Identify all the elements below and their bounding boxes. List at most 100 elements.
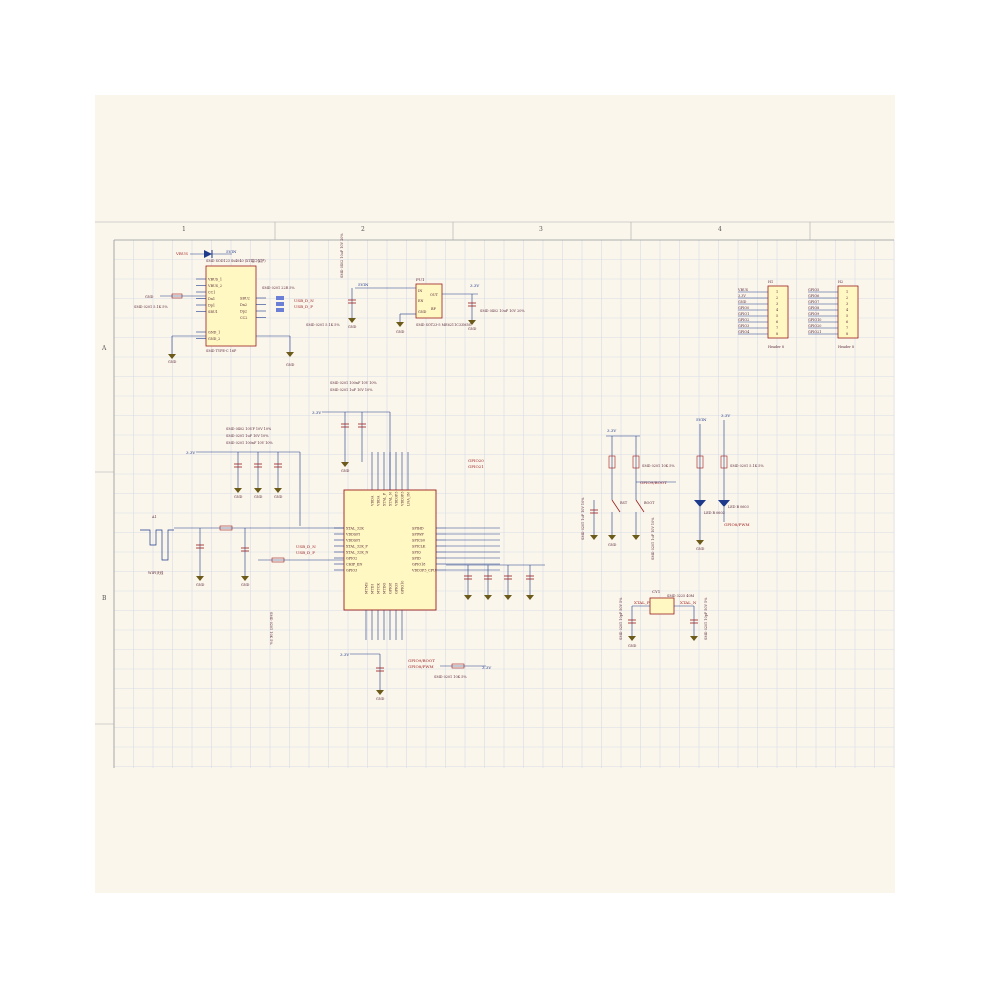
header-left-net: VBUS — [737, 288, 749, 292]
boot-resistor — [451, 663, 465, 669]
mcu-net-right-2: GPIO21 — [468, 464, 484, 469]
ldo-out-net: 3.3V — [470, 283, 479, 288]
header-left-pin-number: 4 — [776, 308, 778, 312]
mcu-pin-left: GPIO3 — [346, 568, 357, 572]
mcu-net-right-1: GPIO20 — [468, 458, 484, 463]
header-left-pin-number: 7 — [776, 326, 778, 330]
mcu-pin-right: SPIQ — [412, 550, 421, 554]
header-right-net: GPIO8 — [808, 306, 819, 310]
mcu-pin-left: GPIO2 — [346, 556, 357, 560]
header-left-net: GPIO3 — [738, 324, 749, 328]
ground-symbol — [396, 322, 404, 327]
crystal-net-p: XTAL_P — [634, 600, 650, 605]
header-left-net: GPIO2 — [738, 318, 749, 322]
ldo-pin-gnd: GND — [418, 310, 427, 314]
mcu-supply-top: 3.3V — [312, 410, 321, 415]
mcu-pin-top: VDD3P3 — [400, 492, 404, 507]
header-right-net: GPIO21 — [808, 330, 821, 334]
boot-switch — [635, 499, 645, 513]
mcu-supply-boot: 3.3V — [482, 665, 491, 670]
led-res: SMD 0201 5.1K 5% — [730, 464, 764, 468]
usb-net-dn: USB_D_N — [294, 298, 314, 303]
ldo-cap-out: SMD 0402 10uF 10V 20% — [480, 309, 525, 313]
header-left-net: GPIO0 — [738, 306, 749, 310]
usb-pin-left: VBUS_2 — [207, 284, 222, 288]
ground-symbol — [696, 540, 704, 545]
header-right-pin-number: 6 — [846, 320, 848, 324]
antenna-trace — [140, 529, 174, 561]
header-left-designator: H1 — [768, 280, 773, 284]
usb-res-pack-3 — [276, 308, 284, 312]
header-left-pin-number: 5 — [776, 314, 778, 318]
mcu-pin-top: XTAL_P — [382, 492, 386, 506]
btn-boot-net: GPIO9/BOOT — [640, 480, 667, 485]
usb-res-dp: SMD 0201 22R 5% — [262, 286, 295, 290]
btn-caps-2: SMD 0201 1uF 10V 10% — [651, 517, 655, 560]
mcu-gnd-top: GND — [341, 469, 350, 473]
ground-symbol — [286, 352, 294, 357]
mcu-pin-right: SPICS0 — [412, 538, 425, 542]
crystal-block: CY1 SMD 3225 40M XTAL_P XTAL_N SMD 0201 … — [619, 589, 708, 648]
mcu-pin-left: XTAL_32K — [346, 526, 364, 530]
led1-resistor — [696, 455, 704, 469]
header-right-net: GPIO20 — [808, 324, 821, 328]
crystal-designator: CY1 — [652, 589, 660, 594]
ground-symbol — [254, 488, 262, 493]
zone-1: 1 — [182, 226, 186, 233]
mcu-antenna-designator: A1 — [151, 515, 157, 519]
mcu-supply-bottom: 3.3V — [340, 652, 349, 657]
mcu-cap-left-2: SMD 0201 1uF 10V 10% — [226, 434, 269, 438]
header-right-net: GPIO10 — [808, 318, 821, 322]
mcu-cap-top-1: SMD 0201 100nF 10V 10% — [330, 381, 378, 385]
usb-pin-left: Dn1 — [208, 297, 215, 301]
usb-connector-body — [205, 265, 257, 347]
usb-pin-left: CC1 — [208, 290, 215, 294]
ldo-pin-bp: BP — [431, 307, 436, 311]
mcu-cap-left-3: SMD 0201 100nF 10V 10% — [226, 441, 274, 445]
usb-pin-left: SBU1 — [208, 310, 218, 314]
mcu-pin-right: SPIHD — [412, 526, 424, 530]
header-right-pin-number: 1 — [846, 290, 848, 294]
mcu-pin-bottom: GPIO9 — [394, 583, 398, 594]
ground-symbol — [348, 318, 356, 323]
usb-gnd-1: GND — [145, 295, 154, 299]
mcu-pin-bottom: MTDO — [382, 583, 386, 594]
mcu-boot-net: GPIO9/BOOT — [408, 658, 435, 663]
usb-pin-left: Dp1 — [208, 303, 215, 307]
mcu-pin-top: VDDA — [370, 495, 374, 507]
ldo-designator: PU1 — [416, 277, 425, 282]
led2-resistor — [720, 455, 728, 469]
header-left-title: Header 8 — [768, 345, 784, 349]
mcu-pin-right: SPIWP — [412, 532, 424, 536]
mcu-pwm-net: GPIO8/PWM — [408, 664, 434, 669]
usb-net-dp: USB_D_P — [294, 304, 313, 309]
ldo-gnd-1: GND — [348, 325, 357, 329]
crystal-part: SMD 3225 40M — [667, 594, 695, 598]
btn-label-rst: RST — [620, 501, 628, 505]
usb-res-pack-2 — [276, 302, 284, 306]
ldo-body — [415, 283, 443, 319]
ground-symbol — [341, 462, 349, 467]
mcu-supply-left: 3.3V — [186, 450, 195, 455]
usb-pin-right: Dp2 — [240, 309, 247, 313]
mcu-pin-bottom: GPIO10 — [400, 581, 404, 594]
usb-gnd-3: GND — [286, 363, 295, 367]
crystal-body — [649, 597, 675, 615]
header-left-net: GPIO4 — [738, 330, 749, 334]
en-resistor — [271, 557, 285, 563]
mcu-pin-bottom: MTMS — [364, 582, 368, 594]
crystal-net-n: XTAL_N — [680, 600, 697, 605]
left-cap-gnd: GND — [274, 495, 283, 499]
usb-vbus-label: VBUS — [175, 251, 188, 256]
mcu-pin-right: SPID — [412, 556, 421, 560]
header-right-pin-number: 3 — [846, 302, 848, 306]
mcu-pin-bottom: MTDI — [370, 584, 374, 594]
ground-symbol — [168, 354, 176, 359]
mcu-res-boot: SMD 0201 10K 5% — [434, 675, 467, 679]
header-right-pin-number: 2 — [846, 296, 848, 300]
header-right-pin-number: 7 — [846, 326, 848, 330]
header-right-title: Header 8 — [838, 345, 854, 349]
